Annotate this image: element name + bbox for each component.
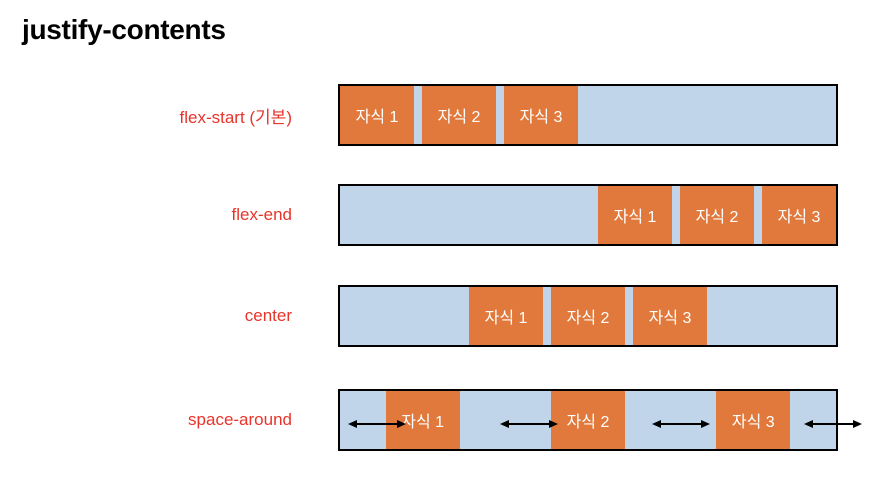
flex-item: 자식 2 [422, 86, 496, 144]
demo-row-center: center 자식 1 자식 2 자식 3 [0, 285, 878, 347]
flex-container-flex-start: 자식 1 자식 2 자식 3 [338, 84, 838, 146]
page-title: justify-contents [22, 14, 226, 45]
flex-item: 자식 1 [340, 86, 414, 144]
flex-item: 자식 1 [385, 391, 460, 449]
flex-item: 자식 3 [716, 391, 791, 449]
demo-row-space-around: space-around 자식 1 자식 2 자식 3 [0, 389, 878, 451]
flex-item: 자식 2 [550, 391, 625, 449]
row-label-flex-start: flex-start (기본) [179, 107, 292, 127]
flex-item: 자식 2 [680, 186, 754, 244]
flex-item: 자식 3 [633, 287, 707, 345]
flex-container-flex-end: 자식 1 자식 2 자식 3 [338, 184, 838, 246]
flex-item: 자식 3 [504, 86, 578, 144]
row-label-center: center [244, 306, 292, 325]
demo-row-flex-start: flex-start (기본) 자식 1 자식 2 자식 3 [0, 84, 878, 146]
flex-item: 자식 2 [551, 287, 625, 345]
flex-item: 자식 3 [762, 186, 836, 244]
flex-item: 자식 1 [598, 186, 672, 244]
row-label-flex-end: flex-end [231, 205, 292, 224]
flex-container-center: 자식 1 자식 2 자식 3 [338, 285, 838, 347]
row-label-space-around: space-around [188, 410, 292, 429]
flex-item: 자식 1 [469, 287, 543, 345]
flex-container-space-around: 자식 1 자식 2 자식 3 [338, 389, 838, 451]
demo-row-flex-end: flex-end 자식 1 자식 2 자식 3 [0, 184, 878, 246]
